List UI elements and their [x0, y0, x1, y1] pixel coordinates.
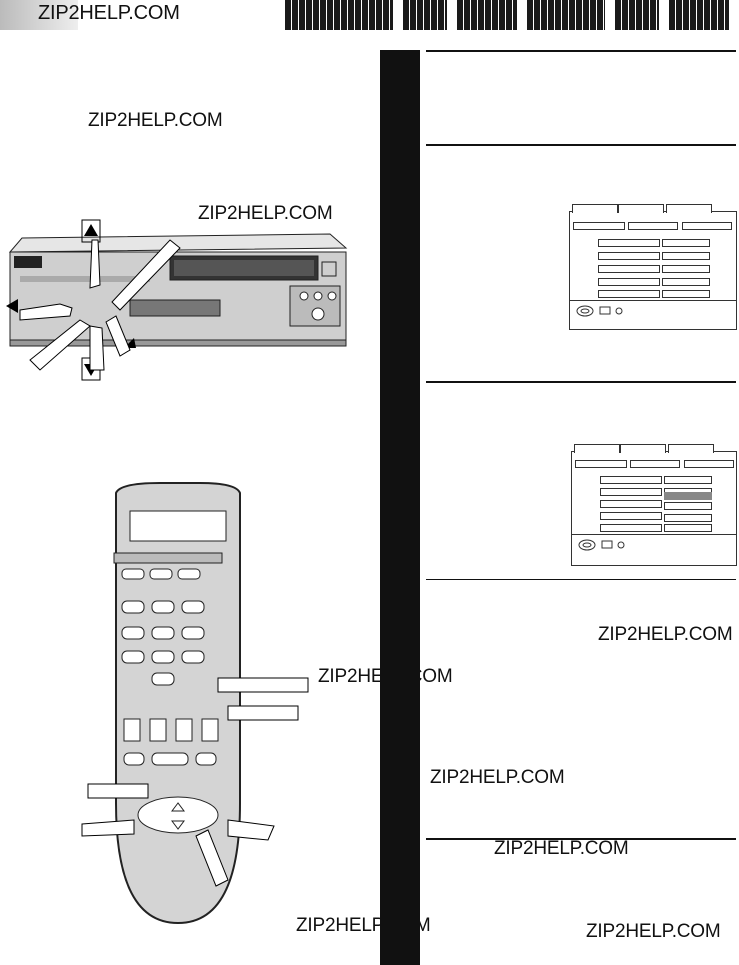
pointing-hand-icon [81, 677, 309, 887]
section-rule [426, 838, 736, 840]
menu-divider [570, 300, 736, 301]
header-bar [285, 0, 393, 30]
menu-row [662, 290, 710, 298]
menu-row [662, 265, 710, 273]
menu-tab [618, 204, 664, 213]
watermark: ZIP2HELP.COM [430, 767, 565, 788]
pointing-hand-icon [19, 239, 181, 371]
vcr-front-panel-illustration [6, 219, 348, 381]
menu-row [600, 512, 662, 520]
menu-tab [668, 444, 714, 453]
menu-row [662, 278, 710, 286]
menu-navigation-icon [576, 305, 623, 317]
remote-control-illustration [113, 482, 241, 925]
menu-row [682, 222, 732, 230]
section-side-bar [380, 50, 420, 965]
section-rule [426, 381, 736, 383]
header-bar [527, 0, 605, 30]
header-bar [615, 0, 659, 30]
menu-screen-illustration [571, 444, 737, 566]
menu-row [684, 460, 734, 468]
header-bar [403, 0, 447, 30]
menu-tab [620, 444, 666, 453]
menu-divider [572, 534, 736, 535]
menu-row [662, 252, 710, 260]
menu-row [573, 222, 625, 230]
menu-row [598, 252, 660, 260]
section-rule [426, 579, 736, 580]
menu-row [600, 500, 662, 508]
menu-row-highlighted [664, 492, 712, 500]
menu-screen-illustration [569, 204, 737, 330]
menu-row [628, 222, 678, 230]
watermark: ZIP2HELP.COM [494, 838, 629, 859]
menu-row [662, 239, 710, 247]
watermark: ZIP2HELP.COM [38, 2, 180, 24]
menu-row [664, 514, 712, 522]
menu-row [575, 460, 627, 468]
menu-tab [666, 204, 712, 213]
header-bar [457, 0, 517, 30]
watermark: ZIP2HELP.COM [88, 110, 223, 131]
menu-tab [572, 204, 618, 213]
menu-row [598, 239, 660, 247]
menu-row [600, 488, 662, 496]
menu-row [600, 524, 662, 532]
menu-row [598, 278, 660, 286]
menu-tab [574, 444, 620, 453]
menu-row [600, 476, 662, 484]
menu-row [630, 460, 680, 468]
menu-row [664, 476, 712, 484]
watermark: ZIP2HELP.COM [198, 203, 333, 224]
watermark: ZIP2HELP.COM [586, 921, 721, 942]
section-rule [426, 50, 736, 52]
header-bar-strip [285, 0, 729, 30]
watermark: ZIP2HELP.COM [598, 624, 733, 645]
menu-row [598, 290, 660, 298]
menu-navigation-icon [578, 539, 625, 551]
menu-row [664, 502, 712, 510]
menu-row [664, 524, 712, 532]
section-rule [426, 144, 736, 146]
menu-row [598, 265, 660, 273]
header-bar [669, 0, 729, 30]
header-gradient-block [0, 0, 78, 30]
